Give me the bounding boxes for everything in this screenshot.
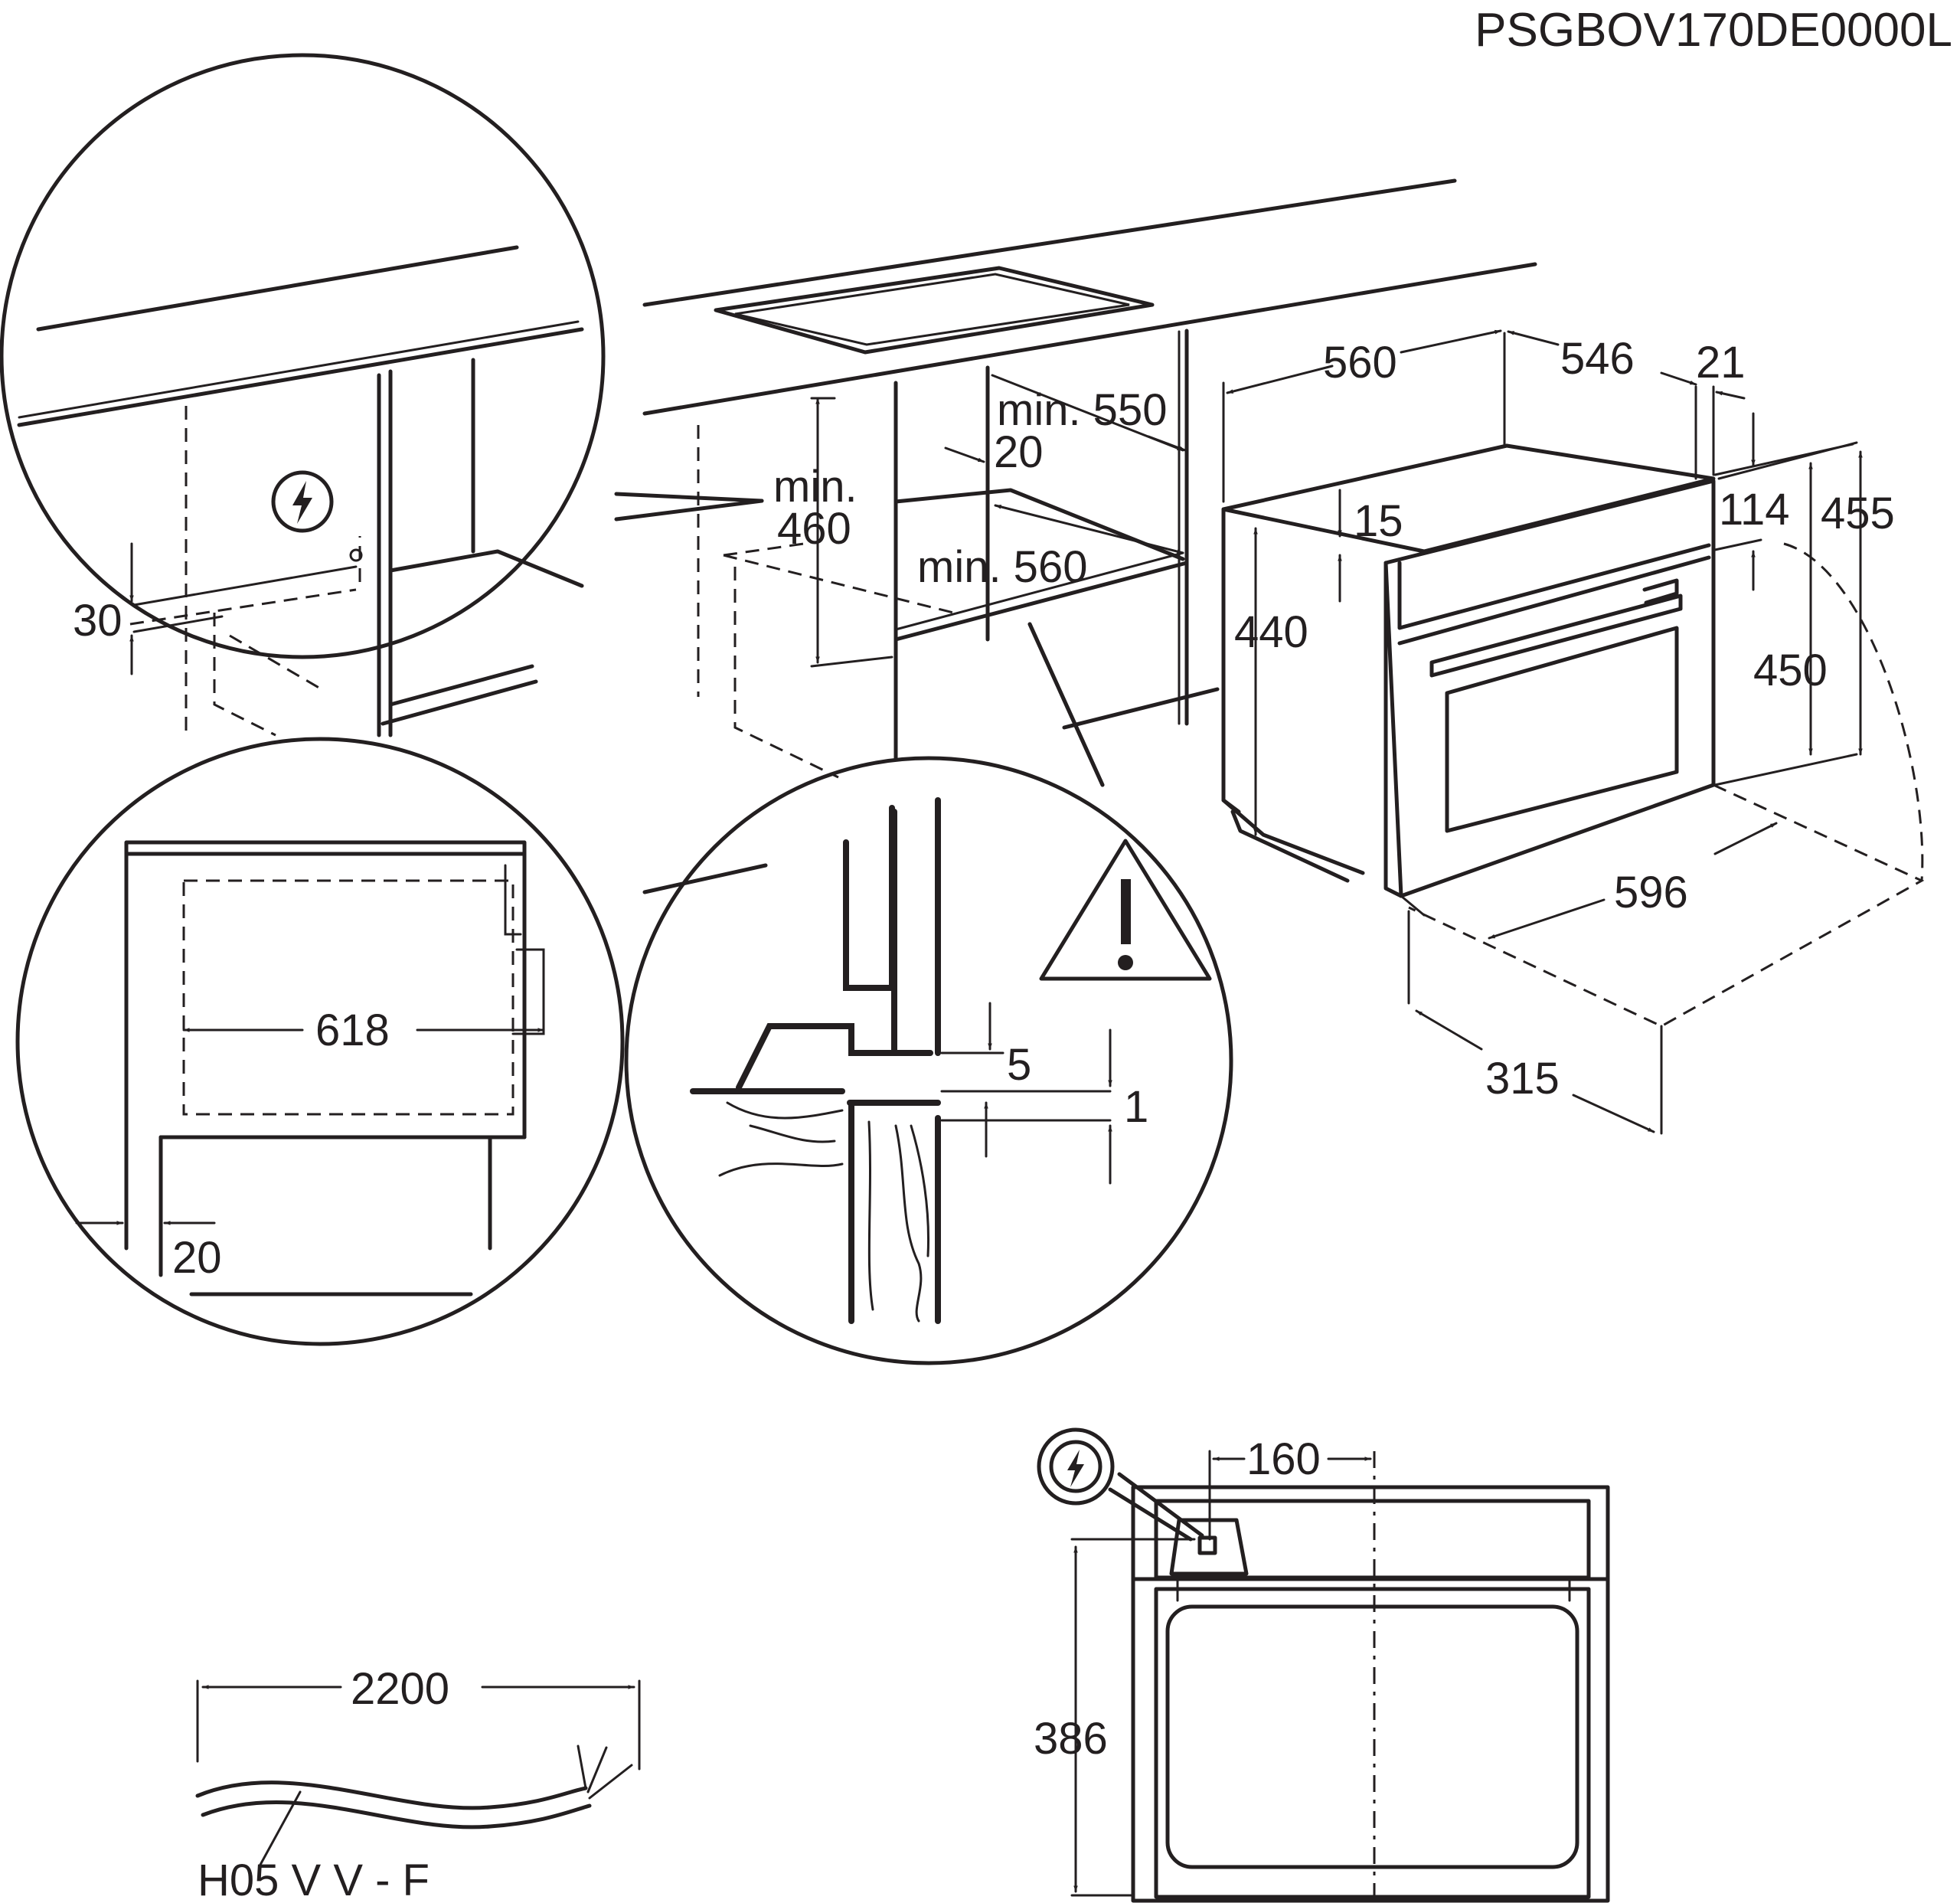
warning-triangle-icon [1039,839,1212,981]
label-15: 15 [1354,496,1403,546]
detail-rear: 618 20 [15,737,625,1346]
power-cable: 2200 H05 V V - F [195,1664,641,1903]
label-20-gap: 20 [172,1233,222,1283]
oven-dimensions: 560 546 21 15 440 114 455 450 [1222,329,1925,1135]
label-30: 30 [73,596,122,646]
oven-body [1221,443,1716,898]
electric-connection-icon [1037,1427,1115,1506]
label-618: 618 [315,1005,390,1055]
label-5: 5 [1007,1040,1031,1090]
label-cable-type: H05 V V - F [198,1856,430,1903]
label-min-560: min. 560 [917,542,1087,592]
label-560: 560 [1323,338,1397,387]
label-20-depth: 20 [994,427,1044,477]
label-21: 21 [1696,338,1746,387]
detail-gap: 5 1 [624,622,1233,1365]
label-546: 546 [1560,334,1635,384]
label-450: 450 [1753,646,1828,695]
document-code: PSGBOV170DE0000L [1475,4,1952,57]
label-min-460-b: 460 [777,504,851,554]
label-114: 114 [1719,485,1789,535]
label-440: 440 [1234,607,1308,657]
label-386: 386 [1034,1714,1108,1764]
detail-socket: 30 [0,53,764,737]
label-min-550: min. 550 [997,385,1167,435]
label-160: 160 [1246,1434,1321,1484]
label-315: 315 [1485,1054,1560,1104]
label-min-460-a: min. [773,462,858,512]
label-596: 596 [1614,868,1688,917]
electric-connection-icon [271,470,334,533]
label-2200: 2200 [351,1664,449,1714]
label-455: 455 [1821,489,1895,538]
label-1: 1 [1124,1082,1148,1132]
cabinet-worktop [642,178,1537,894]
rear-view: 160 386 [1034,1427,1610,1903]
